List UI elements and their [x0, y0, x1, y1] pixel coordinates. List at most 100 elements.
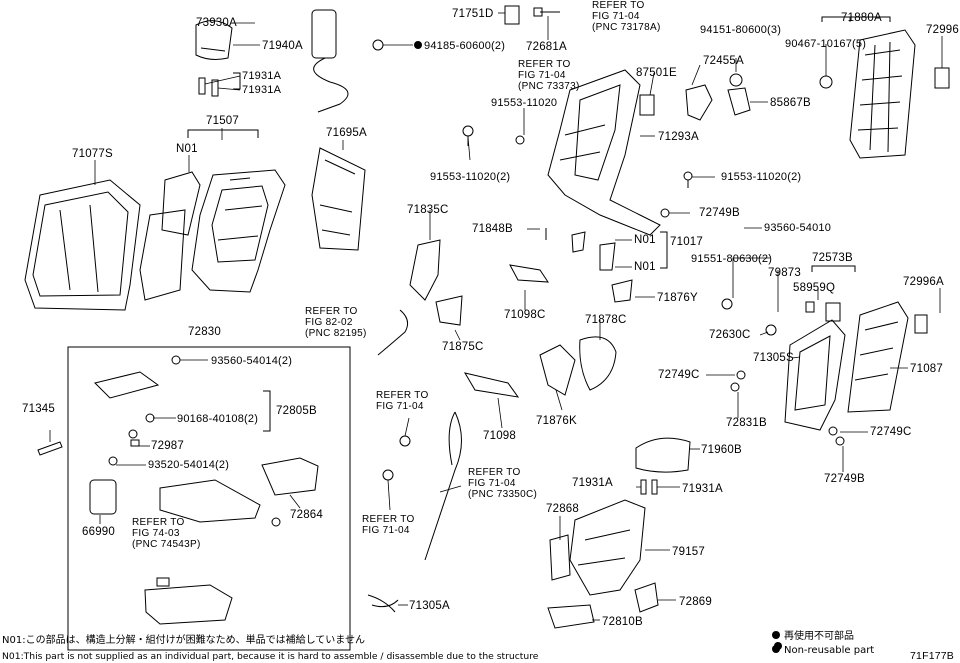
label-94151-80600: 94151-80600(3)	[700, 24, 782, 36]
guide-71931a	[199, 78, 218, 96]
label-71751d: 71751D	[452, 8, 494, 20]
note-n01-english: N01:This part is not supplied as an indi…	[2, 651, 539, 662]
label-87501e: 87501E	[636, 67, 677, 79]
label-90168-40108: 90168-40108(2)	[177, 413, 259, 425]
seatback-frame-71305s	[785, 320, 845, 430]
board-71098	[465, 373, 518, 397]
label-72681a: 72681A	[526, 41, 567, 53]
label-71940a: 71940A	[262, 40, 303, 52]
bracket-87501e	[640, 95, 654, 115]
label-72831b: 72831B	[726, 417, 767, 429]
cover-72869	[635, 583, 658, 612]
board-71098c	[510, 265, 548, 282]
washer-72749c	[661, 209, 844, 445]
seat-frame-71507	[192, 170, 285, 292]
screw-90467	[820, 76, 832, 88]
non-reusable-bullet-icon	[772, 645, 780, 653]
label-72749c-2: 72749C	[870, 426, 912, 438]
label-72830: 72830	[188, 326, 221, 338]
refer-fig-71-04-b: REFER TO FIG 71-04	[362, 514, 415, 536]
label-71848b: 71848B	[472, 223, 513, 235]
label-n01-c: N01	[634, 261, 656, 273]
label-72987: 72987	[151, 440, 184, 452]
cover-72868	[550, 535, 570, 580]
cover-71875c	[436, 296, 462, 325]
legend-row-en: Non-reusable part	[772, 644, 874, 658]
label-94185-60600: 94185-60600(2)	[424, 40, 506, 52]
board-71087	[848, 302, 908, 412]
seat-cushion-cover-71077s	[25, 180, 140, 310]
label-93560-54014: 93560-54014(2)	[211, 355, 293, 367]
non-reusable-mark-94185	[415, 42, 422, 49]
cover-79157	[570, 500, 645, 595]
cover-71835c	[410, 240, 440, 300]
part-n01-small	[572, 232, 615, 270]
label-91553-11020: 91553-11020	[491, 97, 558, 109]
label-71931a-2: 71931A	[242, 84, 282, 96]
bracket-72573b	[812, 266, 855, 272]
label-71345: 71345	[22, 403, 55, 415]
bracket-71751d	[505, 6, 560, 24]
seatback-panel-71880a	[850, 30, 915, 158]
label-72996a: 72996A	[903, 276, 944, 288]
label-71077s: 71077S	[72, 148, 113, 160]
label-91553-11020-2a: 91553-11020(2)	[430, 171, 511, 183]
legend: 再使用不可部品 Non-reusable part	[772, 630, 874, 658]
label-58959q: 58959Q	[793, 282, 836, 294]
label-n01-a: N01	[176, 143, 198, 155]
headrest-71960b	[636, 438, 690, 472]
bracket-71880a	[822, 17, 890, 22]
refer-fig-82-02-pnc-82195: REFER TO FIG 82-02 (PNC 82195)	[305, 306, 367, 339]
refer-fig-74-03-pnc-74543p: REFER TO FIG 74-03 (PNC 74543P)	[132, 517, 201, 550]
label-71931a-1: 71931A	[242, 70, 282, 82]
legend-text-en: Non-reusable part	[784, 645, 875, 656]
label-72630c: 72630C	[709, 329, 751, 341]
bracket-72805b	[263, 391, 270, 431]
wire-73350c	[383, 412, 462, 560]
label-85867b: 85867B	[770, 97, 811, 109]
label-71098c: 71098C	[504, 309, 546, 321]
label-71695a: 71695A	[326, 127, 367, 139]
label-72810b: 72810B	[602, 616, 643, 628]
shield-71695a	[312, 148, 365, 250]
non-reusable-bullet-icon	[772, 631, 780, 639]
refer-fig-71-04-pnc-73178a: REFER TO FIG 71-04 (PNC 73178A)	[592, 0, 661, 33]
refer-fig-71-04-pnc-73373: REFER TO FIG 71-04 (PNC 73373)	[518, 59, 580, 92]
label-71878c: 71878C	[585, 314, 627, 326]
parts-58959q-72573b	[806, 302, 840, 321]
label-71835c: 71835C	[407, 204, 449, 216]
label-71017: 71017	[670, 236, 703, 248]
label-79157: 79157	[672, 546, 705, 558]
label-71931a-4: 71931A	[682, 483, 723, 495]
label-72749c-1: 72749C	[658, 369, 700, 381]
label-71876y: 71876Y	[657, 292, 698, 304]
label-72996: 72996	[926, 24, 959, 36]
cover-71876k	[540, 345, 575, 395]
lumbar-73930a	[312, 10, 383, 112]
label-72869: 72869	[679, 596, 712, 608]
headrest-71940a	[196, 21, 232, 60]
label-71087: 71087	[910, 363, 943, 375]
cushion-pad-n01	[140, 172, 200, 300]
label-71960b: 71960B	[701, 444, 742, 456]
leader-lines	[50, 13, 942, 620]
wire-82195	[378, 310, 408, 355]
label-72805b: 72805B	[276, 405, 317, 417]
bracket-71017	[660, 232, 667, 268]
label-71305s: 71305S	[753, 352, 794, 364]
cover-71878c	[580, 337, 616, 390]
label-71507: 71507	[206, 115, 239, 127]
label-71880a: 71880A	[841, 12, 882, 24]
clip-72996a	[915, 315, 927, 333]
label-79873: 79873	[768, 267, 801, 279]
bracket-71507	[188, 130, 258, 138]
label-66990: 66990	[82, 526, 115, 538]
label-93560-54010: 93560-54010	[764, 222, 832, 234]
link-71345	[38, 442, 62, 455]
label-72455a: 72455A	[703, 55, 744, 67]
label-91553-11020-2b: 91553-11020(2)	[721, 171, 802, 183]
label-73930a: 73930A	[196, 17, 237, 29]
legend-text-jp: 再使用不可部品	[784, 631, 854, 642]
